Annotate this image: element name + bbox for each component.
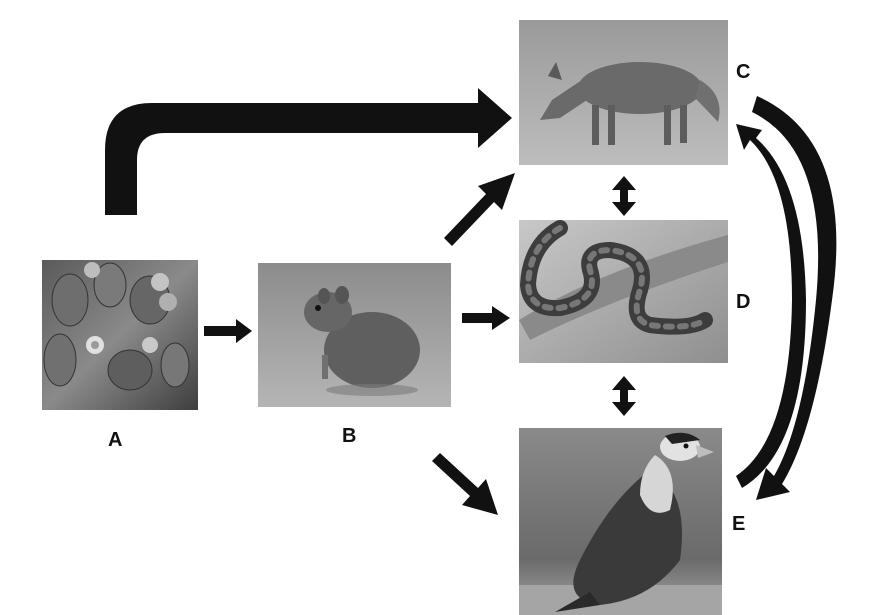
arrow-c-d-two-way xyxy=(612,176,636,216)
caracara-bird-photo xyxy=(519,428,722,615)
arrow-e-to-c xyxy=(736,124,806,488)
arrow-c-to-e xyxy=(752,96,837,500)
arrow-d-e-two-way xyxy=(612,376,636,416)
label-d: D xyxy=(736,291,751,313)
arrow-a-to-b xyxy=(204,319,252,343)
label-c: C xyxy=(736,61,751,83)
arrow-b-to-d xyxy=(462,306,510,330)
arrow-b-to-e xyxy=(432,453,498,515)
label-e: E xyxy=(732,513,746,535)
rodent-photo xyxy=(258,263,451,407)
arrow-a-to-c xyxy=(105,88,512,215)
snake-photo xyxy=(519,220,728,363)
fox-photo xyxy=(519,20,728,165)
arrow-b-to-c xyxy=(444,173,515,246)
label-a: A xyxy=(108,429,123,451)
label-b: B xyxy=(342,425,357,447)
cactus-photo xyxy=(42,260,198,410)
